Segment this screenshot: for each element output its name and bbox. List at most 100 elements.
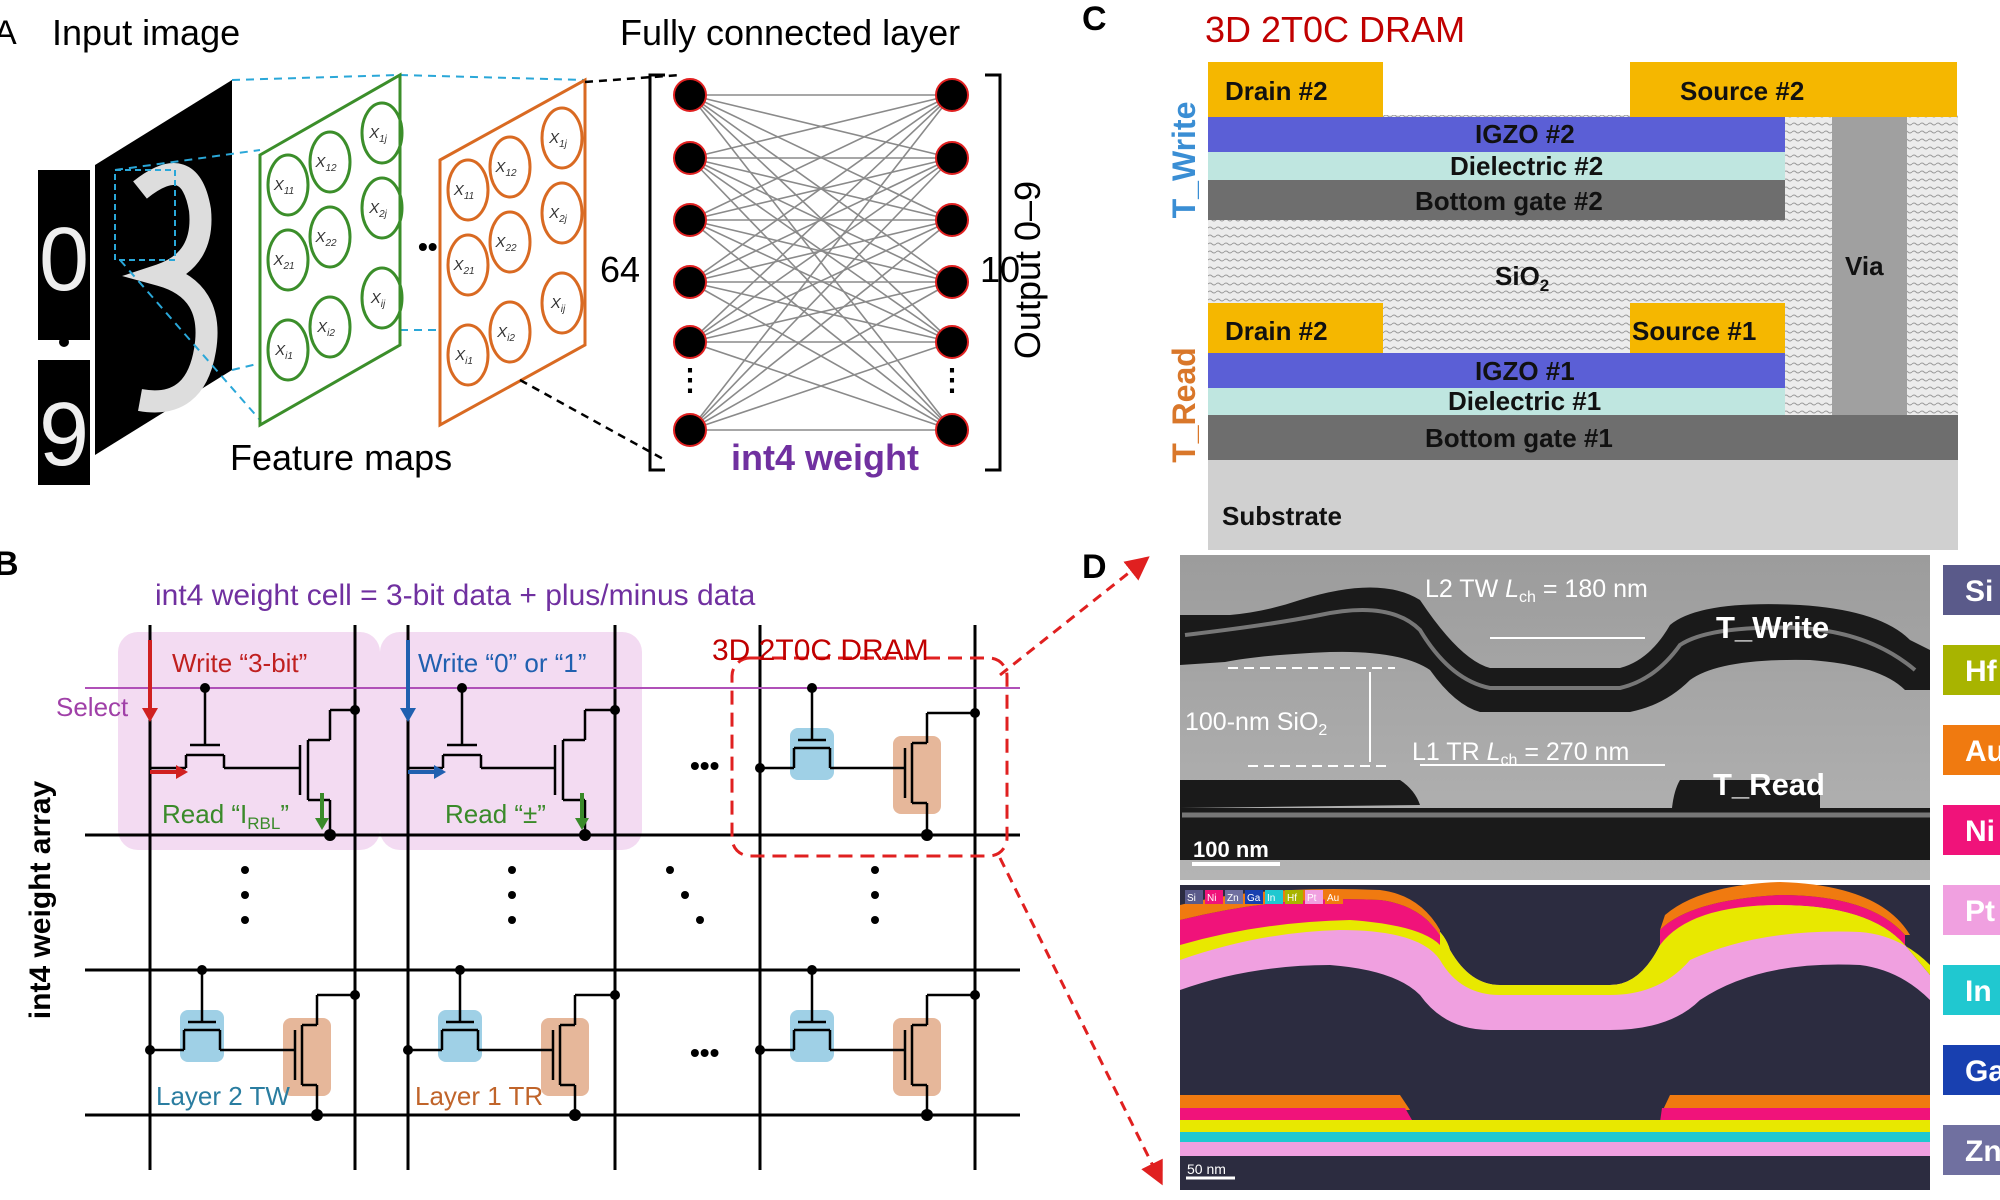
read-sign-arrowhead [575,818,589,830]
legend-label-in: In [1965,975,1992,1008]
panel-label-d: D [1082,548,1107,586]
feature-map-orange-labels: X11 X12 X1j X21 X22 X2j Xi1 Xi2 Xij [452,130,567,367]
l1-tr-label: L1 TR Lch = 270 nm [1412,738,1629,769]
fc-output-count: 10 [980,249,1020,290]
digit-dot [59,337,69,347]
panel-b-title: int4 weight cell = 3-bit data + plus/min… [155,579,756,612]
fc-output-node [935,203,969,237]
svg-text:X12: X12 [494,159,517,179]
panel-c-labels: Drain #2 Source #2 IGZO #2 Dielectric #2… [1222,76,1884,531]
substrate-label: Substrate [1222,501,1342,531]
legend-label-hf: Hf [1965,655,1998,688]
feature-map-orange-cells [446,106,584,387]
svg-text:Xij: Xij [370,290,386,310]
fc-input-node [673,203,707,237]
node-dot [921,1109,933,1121]
tem-bottom-left-contact [1180,780,1420,808]
digit-zero-image [38,170,90,340]
mini-legend-label: Si [1187,893,1196,904]
mini-legend-label: Hf [1287,893,1297,904]
read-sign-label: Read “±” [445,799,546,829]
tem-scale-label: 100 nm [1193,837,1269,862]
fc-output-node [935,413,969,447]
cell-sign-input-arrowhead [434,765,446,779]
node-dot [755,1045,765,1055]
dielectric2-label: Dielectric #2 [1450,151,1603,181]
write-3bit-arrowhead [142,708,158,722]
fc-left-ellipsis: ⋮ [675,364,705,397]
mini-legend-swatch [1265,890,1283,904]
node-dot [970,708,980,718]
via-sio2-right [1907,115,1958,415]
node-dot [197,965,207,975]
fc-connection [689,341,953,431]
t-read-label: T_Read [1166,347,1202,463]
layer1-tr-label: Layer 1 TR [415,1081,543,1111]
fc-connection [689,219,953,343]
node-dot [970,990,980,1000]
node-dot [569,1109,581,1121]
fc-connection [689,157,953,431]
select-label: Select [56,692,129,722]
fc-output-node [935,265,969,299]
tem-top-stack [1180,587,1930,712]
via-label: Via [1845,251,1884,281]
dram-cell-label: 3D 2T0C DRAM [712,634,929,667]
node-dot [455,965,465,975]
source2-label: Source #2 [1680,76,1804,106]
node-dot [311,1109,323,1121]
array-hdots-top: ••• [690,750,719,781]
fc-connection [689,94,953,343]
cell-highlight-sign [380,632,642,850]
legend-swatch-hf [1943,645,2000,695]
mini-legend-swatch [1305,890,1323,904]
mini-legend-label: Au [1327,893,1339,904]
feature-map-green-cells [266,101,404,382]
zoom-arrow-bottom [998,857,1163,1186]
read-irbl-arrowhead [315,818,329,830]
panel-d: D L2 TW Lch = 180 nm T_Write 100-nm SiO2… [1082,548,2000,1190]
int4-weight-label: int4 weight [731,437,919,478]
digit-zero: 0 [39,210,89,310]
array-vdots [241,866,879,924]
receptive-field [114,169,176,261]
svg-text:X1j: X1j [368,125,388,145]
fc-connection [689,281,953,343]
node-dot [807,683,817,693]
layer2-tw-label: Layer 2 TW [156,1081,290,1111]
igzo2-layer [1208,117,1785,152]
legend-label-ga: Ga [1965,1055,2000,1088]
svg-text:Xi2: Xi2 [316,319,335,339]
fc-bracket-left [648,73,665,472]
node-dot [921,829,933,841]
fc-input-node [673,325,707,359]
feature-map-green [258,72,402,428]
fc-connection [689,219,953,431]
dram-cell-highlight [730,656,1009,858]
svg-text:X2j: X2j [548,205,568,225]
node-dot [145,1045,155,1055]
legend-swatch-au [1943,725,2000,775]
svg-text:X11: X11 [453,182,474,202]
mini-legend-swatch [1225,890,1243,904]
mini-legend-swatch [1245,890,1263,904]
source1-layer [1630,303,1785,353]
source2-layer [1630,62,1957,117]
fc-connection [689,94,953,431]
mini-legend-label: Ni [1207,893,1216,904]
node-dot [350,990,360,1000]
fc-output-node [935,141,969,175]
node-dot [755,763,765,773]
panel-label-b: B [0,545,19,583]
fc-connection [689,94,953,221]
input-image-label: Input image [52,12,240,53]
mini-legend-swatch [1185,890,1203,904]
fc-input-node [673,141,707,175]
drain2-bottom-label: Drain #2 [1225,316,1328,346]
legend-label-pt: Pt [1965,895,1995,928]
legend-swatch-si [1943,565,2000,615]
fc-connection [689,94,953,283]
svg-text:X2j: X2j [368,200,388,220]
